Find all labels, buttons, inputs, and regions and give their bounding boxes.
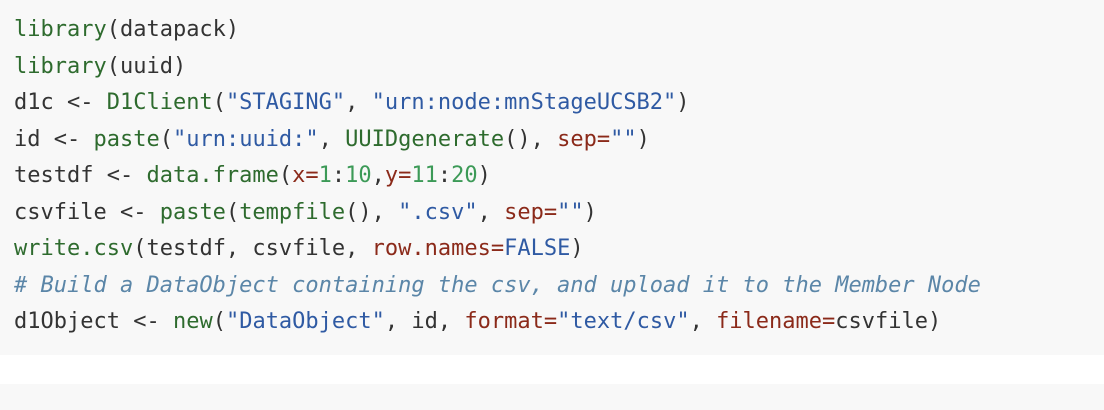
code-token-txt: (datapack) — [106, 17, 240, 42]
code-token-txt: (), — [345, 199, 399, 225]
code-token-txt: , — [318, 126, 346, 152]
code-token-txt: : — [331, 163, 346, 188]
code-token-cmt: # Build a DataObject containing the csv,… — [14, 272, 981, 298]
code-token-str: "" — [557, 199, 584, 225]
code-token-num: 10 — [345, 163, 372, 188]
code-token-txt: (), — [504, 126, 558, 152]
code-token-fn: write.csv — [14, 236, 134, 261]
code-token-fn: paste — [93, 126, 160, 152]
code-token-txt: ) — [636, 126, 650, 152]
code-token-arg: x= — [292, 163, 319, 188]
code-token-txt: , — [477, 199, 505, 225]
code-token-fn: paste — [159, 199, 226, 225]
code-token-str: "STAGING" — [225, 90, 346, 115]
code-token-num: 1 — [318, 163, 332, 188]
code-line: d1Object <- new("DataObject", id, format… — [14, 304, 1104, 341]
code-token-fn: library — [14, 53, 107, 79]
code-token-str: ".csv" — [398, 199, 478, 225]
code-token-txt: ) — [676, 90, 690, 115]
code-token-txt: csvfile <- — [14, 199, 160, 225]
code-token-txt: csvfile) — [835, 309, 942, 334]
code-line: library(datapack) — [14, 12, 1104, 49]
code-token-txt: , — [371, 163, 385, 188]
code-token-str: "" — [610, 126, 637, 152]
code-token-str: "DataObject" — [225, 309, 385, 334]
code-token-txt: testdf <- — [14, 163, 147, 188]
code-token-fn: UUIDgenerate — [345, 126, 505, 152]
code-line: csvfile <- paste(tempfile(), ".csv", sep… — [14, 195, 1104, 232]
code-token-txt: , — [345, 90, 372, 115]
code-token-txt: (uuid) — [106, 53, 187, 79]
code-token-arg: sep= — [504, 199, 558, 225]
code-token-arg: filename= — [716, 309, 836, 334]
code-token-str: FALSE — [504, 236, 571, 261]
code-token-txt: ) — [583, 199, 597, 225]
code-token-fn: tempfile — [239, 199, 346, 225]
code-line: write.csv(testdf, csvfile, row.names=FAL… — [14, 231, 1104, 268]
code-token-fn: data.frame — [146, 163, 279, 188]
code-token-txt: ( — [225, 199, 240, 225]
code-token-txt: ) — [477, 163, 491, 188]
code-token-fn: D1Client — [106, 90, 213, 115]
code-token-txt: d1Object <- — [14, 309, 173, 334]
code-token-txt: d1c <- — [14, 90, 107, 115]
code-token-txt: ) — [570, 236, 584, 261]
code-token-txt: id <- — [14, 126, 94, 152]
code-token-arg: sep= — [557, 126, 611, 152]
code-line: testdf <- data.frame(x=1:10,y=11:20) — [14, 158, 1104, 195]
code-token-txt: ( — [212, 309, 226, 334]
code-token-txt: : — [437, 163, 452, 188]
code-token-txt: , — [689, 309, 717, 334]
code-block: library(datapack)library(uuid)d1c <- D1C… — [14, 12, 1104, 341]
code-token-num: 20 — [451, 163, 478, 188]
code-token-num: 11 — [411, 163, 438, 188]
code-line: id <- paste("urn:uuid:", UUIDgenerate(),… — [14, 122, 1104, 159]
code-token-str: "text/csv" — [557, 309, 690, 334]
code-token-arg: format= — [464, 309, 558, 334]
code-line: library(uuid) — [14, 49, 1104, 86]
code-token-txt: ( — [278, 163, 293, 188]
code-token-fn: new — [172, 309, 213, 334]
code-token-txt: , id, — [384, 309, 465, 334]
code-token-arg: row.names= — [371, 236, 505, 261]
code-listing: library(datapack)library(uuid)d1c <- D1C… — [14, 12, 1104, 341]
code-token-str: "urn:node:mnStageUCSB2" — [371, 90, 677, 115]
code-token-txt: (testdf, csvfile, — [133, 236, 372, 261]
code-token-txt: ( — [212, 90, 226, 115]
code-token-arg: y= — [384, 163, 412, 188]
code-line: d1c <- D1Client("STAGING", "urn:node:mnS… — [14, 85, 1104, 122]
code-line: # Build a DataObject containing the csv,… — [14, 268, 1104, 305]
code-token-txt: ( — [159, 126, 173, 152]
next-code-block — [0, 384, 1104, 410]
code-token-fn: library — [14, 17, 107, 42]
code-token-str: "urn:uuid:" — [172, 126, 319, 152]
